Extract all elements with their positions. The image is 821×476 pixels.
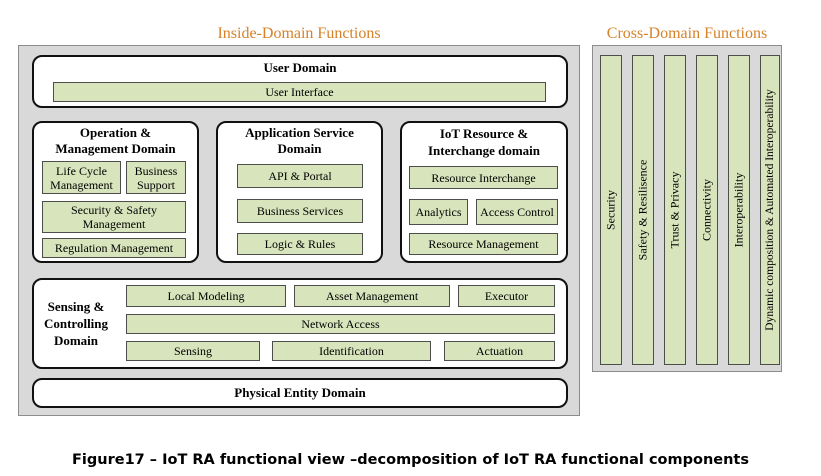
cross-domain-panel: [592, 45, 782, 372]
sensing-box: Sensing: [126, 341, 260, 361]
analytics-box: Analytics: [409, 199, 468, 225]
iot-domain-title-line2: Interchange domain: [427, 143, 541, 158]
safety-resilience-label: Safety & Resilisence: [635, 159, 650, 261]
logic-rules-box: Logic & Rules: [237, 233, 363, 255]
identification-box: Identification: [272, 341, 431, 361]
security-safety-management-box: Security & Safety Management: [42, 201, 186, 233]
access-control-box: Access Control: [476, 199, 558, 225]
security-function: Security: [600, 55, 622, 365]
sensing-domain-title-line1: Sensing &: [47, 299, 105, 314]
actuation-box: Actuation: [444, 341, 555, 361]
operation-domain-title-line1: Operation &: [79, 125, 152, 140]
connectivity-label: Connectivity: [699, 179, 714, 241]
business-support-box: Business Support: [126, 161, 186, 194]
dynamic-composition-label: Dynamic composition & Automated Interope…: [764, 89, 776, 331]
iot-domain-title-line1: IoT Resource &: [439, 126, 529, 141]
inside-domain-title: Inside-Domain Functions: [217, 25, 381, 42]
connectivity-function: Connectivity: [696, 55, 718, 365]
asset-management-box: Asset Management: [294, 285, 450, 307]
physical-domain-title: Physical Entity Domain: [234, 385, 366, 400]
safety-resilience-function: Safety & Resilisence: [632, 55, 654, 365]
sensing-domain-title-line2: Controlling: [43, 316, 109, 331]
trust-privacy-function: Trust & Privacy: [664, 55, 686, 365]
physical-entity-domain: Physical Entity Domain: [32, 378, 568, 408]
user-interface-box: User Interface: [53, 82, 546, 102]
interoperability-function: Interoperability: [728, 55, 750, 365]
user-domain-title: User Domain: [263, 60, 337, 75]
trust-privacy-label: Trust & Privacy: [667, 171, 682, 249]
api-portal-box: API & Portal: [237, 164, 363, 188]
network-access-box: Network Access: [126, 314, 555, 334]
life-cycle-management-box: Life Cycle Management: [42, 161, 121, 194]
business-services-box: Business Services: [237, 199, 363, 223]
interoperability-label: Interoperability: [731, 172, 746, 248]
figure-caption: Figure17 – IoT RA functional view –decom…: [72, 452, 749, 468]
operation-domain-title-line2: Management Domain: [55, 141, 176, 156]
resource-interchange-box: Resource Interchange: [409, 166, 558, 189]
executor-box: Executor: [458, 285, 555, 307]
application-domain-title-line1: Application Service: [245, 125, 354, 140]
cross-domain-title: Cross-Domain Functions: [606, 25, 768, 42]
regulation-management-box: Regulation Management: [42, 238, 186, 258]
local-modeling-box: Local Modeling: [126, 285, 286, 307]
dynamic-composition-function: Dynamic composition & Automated Interope…: [760, 55, 780, 365]
security-label: Security: [603, 190, 618, 230]
application-domain-title-line2: Domain: [277, 141, 322, 156]
resource-management-box: Resource Management: [409, 233, 558, 255]
sensing-domain-title-line3: Domain: [53, 333, 99, 348]
